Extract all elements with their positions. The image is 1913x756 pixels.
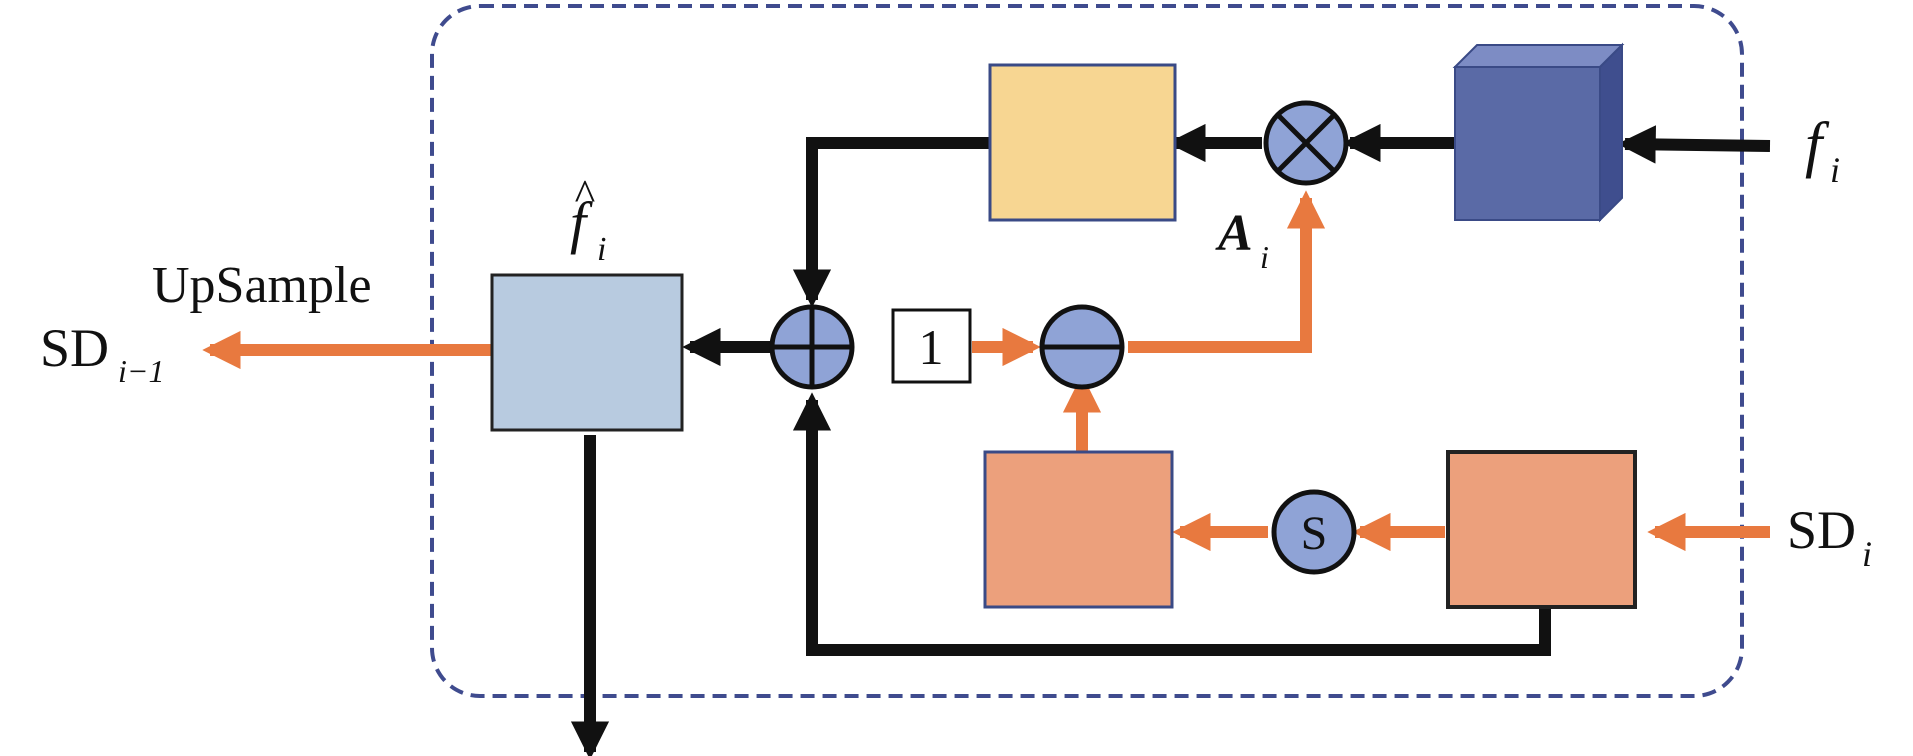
sd-output-subscript: i−1 bbox=[118, 353, 164, 389]
sd-input-subscript: i bbox=[1862, 534, 1872, 574]
fhat-block bbox=[490, 273, 684, 432]
subtract-to-multiply-arrow bbox=[1128, 190, 1326, 353]
circle-plus-icon bbox=[769, 304, 855, 390]
circle-s-icon: S bbox=[1271, 489, 1357, 575]
yellow-to-add-arrow bbox=[792, 137, 990, 308]
constant-one-box bbox=[891, 308, 972, 384]
sd-feature-to-add-arrow bbox=[792, 392, 1551, 656]
attention-label: A bbox=[1215, 205, 1253, 262]
f-input-arrow bbox=[1617, 125, 1771, 164]
circle-minus-icon bbox=[1039, 304, 1125, 390]
constant-one-label: 1 bbox=[919, 319, 944, 375]
sigmoid-label: S bbox=[1301, 507, 1328, 560]
salmon-left-block bbox=[983, 450, 1174, 609]
circle-times-icon bbox=[1263, 100, 1349, 186]
fhat-subscript: i bbox=[597, 231, 606, 268]
f-input-label: f bbox=[1805, 111, 1830, 179]
attention-subscript: i bbox=[1260, 239, 1269, 275]
salmon-right-block bbox=[1446, 450, 1637, 609]
sd-output-label: SD bbox=[40, 318, 109, 378]
f-input-subscript: i bbox=[1830, 150, 1840, 190]
fhat-hat-mark: ^ bbox=[575, 171, 596, 220]
input-conv-cube bbox=[1452, 42, 1625, 223]
upsample-label: UpSample bbox=[152, 257, 372, 314]
yellow-feature-block bbox=[988, 63, 1177, 222]
sd-input-label: SD bbox=[1787, 500, 1856, 560]
